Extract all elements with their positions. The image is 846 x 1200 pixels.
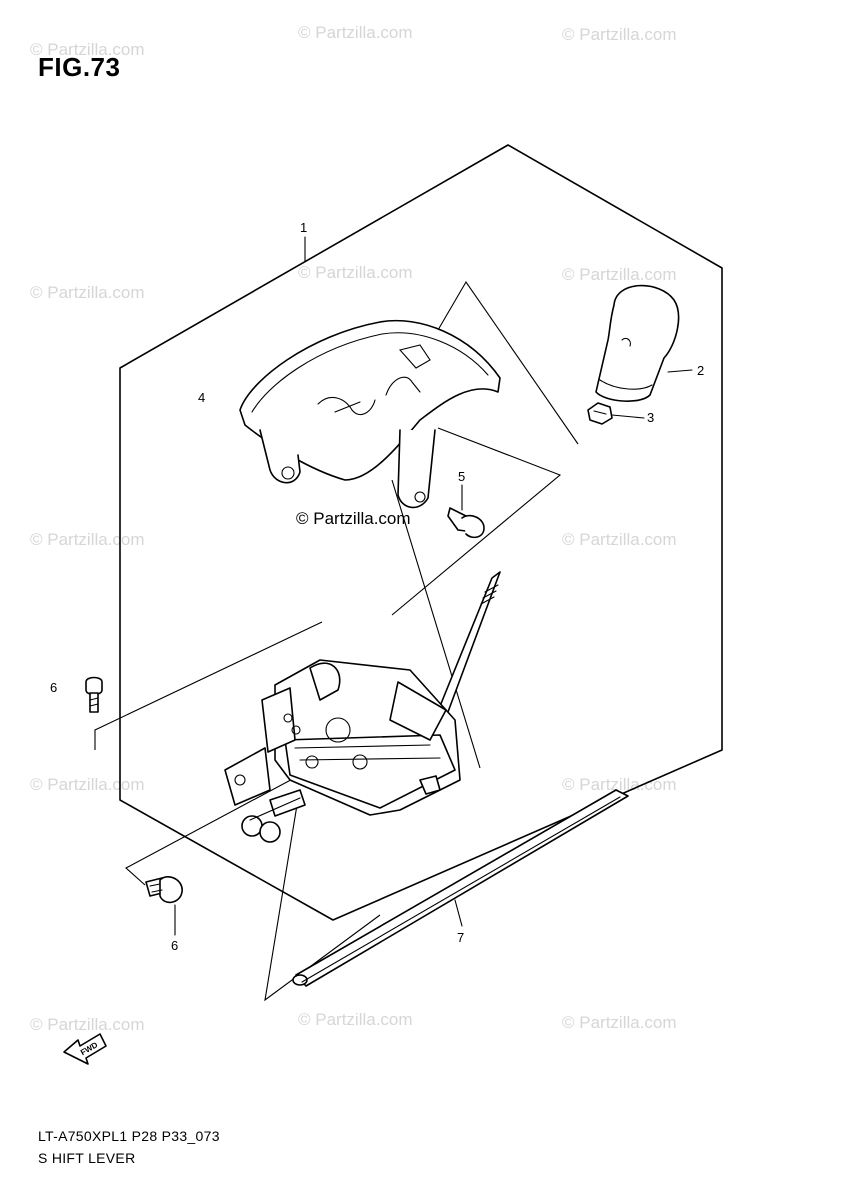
- center-watermark: © Partzilla.com: [296, 509, 411, 528]
- knob-nut: [587, 402, 613, 425]
- watermark: © Partzilla.com: [30, 775, 145, 794]
- watermark: © Partzilla.com: [30, 40, 145, 59]
- watermark: © Partzilla.com: [298, 23, 413, 42]
- leader-lines: [174, 236, 693, 936]
- callout-1: 1: [300, 220, 307, 235]
- watermark: © Partzilla.com: [562, 775, 677, 794]
- watermark: © Partzilla.com: [562, 1013, 677, 1032]
- watermark: © Partzilla.com: [562, 530, 677, 549]
- tube-7: [292, 789, 629, 987]
- watermark-grid: © Partzilla.com © Partzilla.com © Partzi…: [30, 23, 677, 1034]
- footer-diagram-code: LT-A750XPL1 P28 P33_073: [38, 1128, 220, 1144]
- bolt-6-lower: [145, 876, 183, 904]
- figure-title: FIG.73: [38, 52, 121, 82]
- callout-7: 7: [457, 930, 464, 945]
- callout-4: 4: [198, 390, 205, 405]
- bolt-5: [447, 507, 485, 539]
- reference-lines: [94, 280, 579, 1002]
- bolt-6-upper: [85, 676, 103, 713]
- callout-2: 2: [697, 363, 704, 378]
- watermark: © Partzilla.com: [298, 1010, 413, 1029]
- callout-6-lower: 6: [171, 938, 178, 953]
- callout-6-upper: 6: [50, 680, 57, 695]
- callout-3: 3: [647, 410, 654, 425]
- watermark: © Partzilla.com: [298, 263, 413, 282]
- shift-knob: [595, 284, 680, 402]
- shift-lever-rod: [435, 571, 501, 721]
- callout-5: 5: [458, 469, 465, 484]
- watermark: © Partzilla.com: [30, 283, 145, 302]
- watermark: © Partzilla.com: [30, 1015, 145, 1034]
- footer-diagram-name: S HIFT LEVER: [38, 1150, 136, 1166]
- forward-arrow-icon: FWD: [63, 1033, 107, 1065]
- watermark: © Partzilla.com: [562, 25, 677, 44]
- shift-gate-cover: [239, 319, 501, 509]
- watermark: © Partzilla.com: [562, 265, 677, 284]
- assembly-boundary: [119, 144, 723, 921]
- shift-lever-bracket: [224, 659, 461, 843]
- watermark: © Partzilla.com: [30, 530, 145, 549]
